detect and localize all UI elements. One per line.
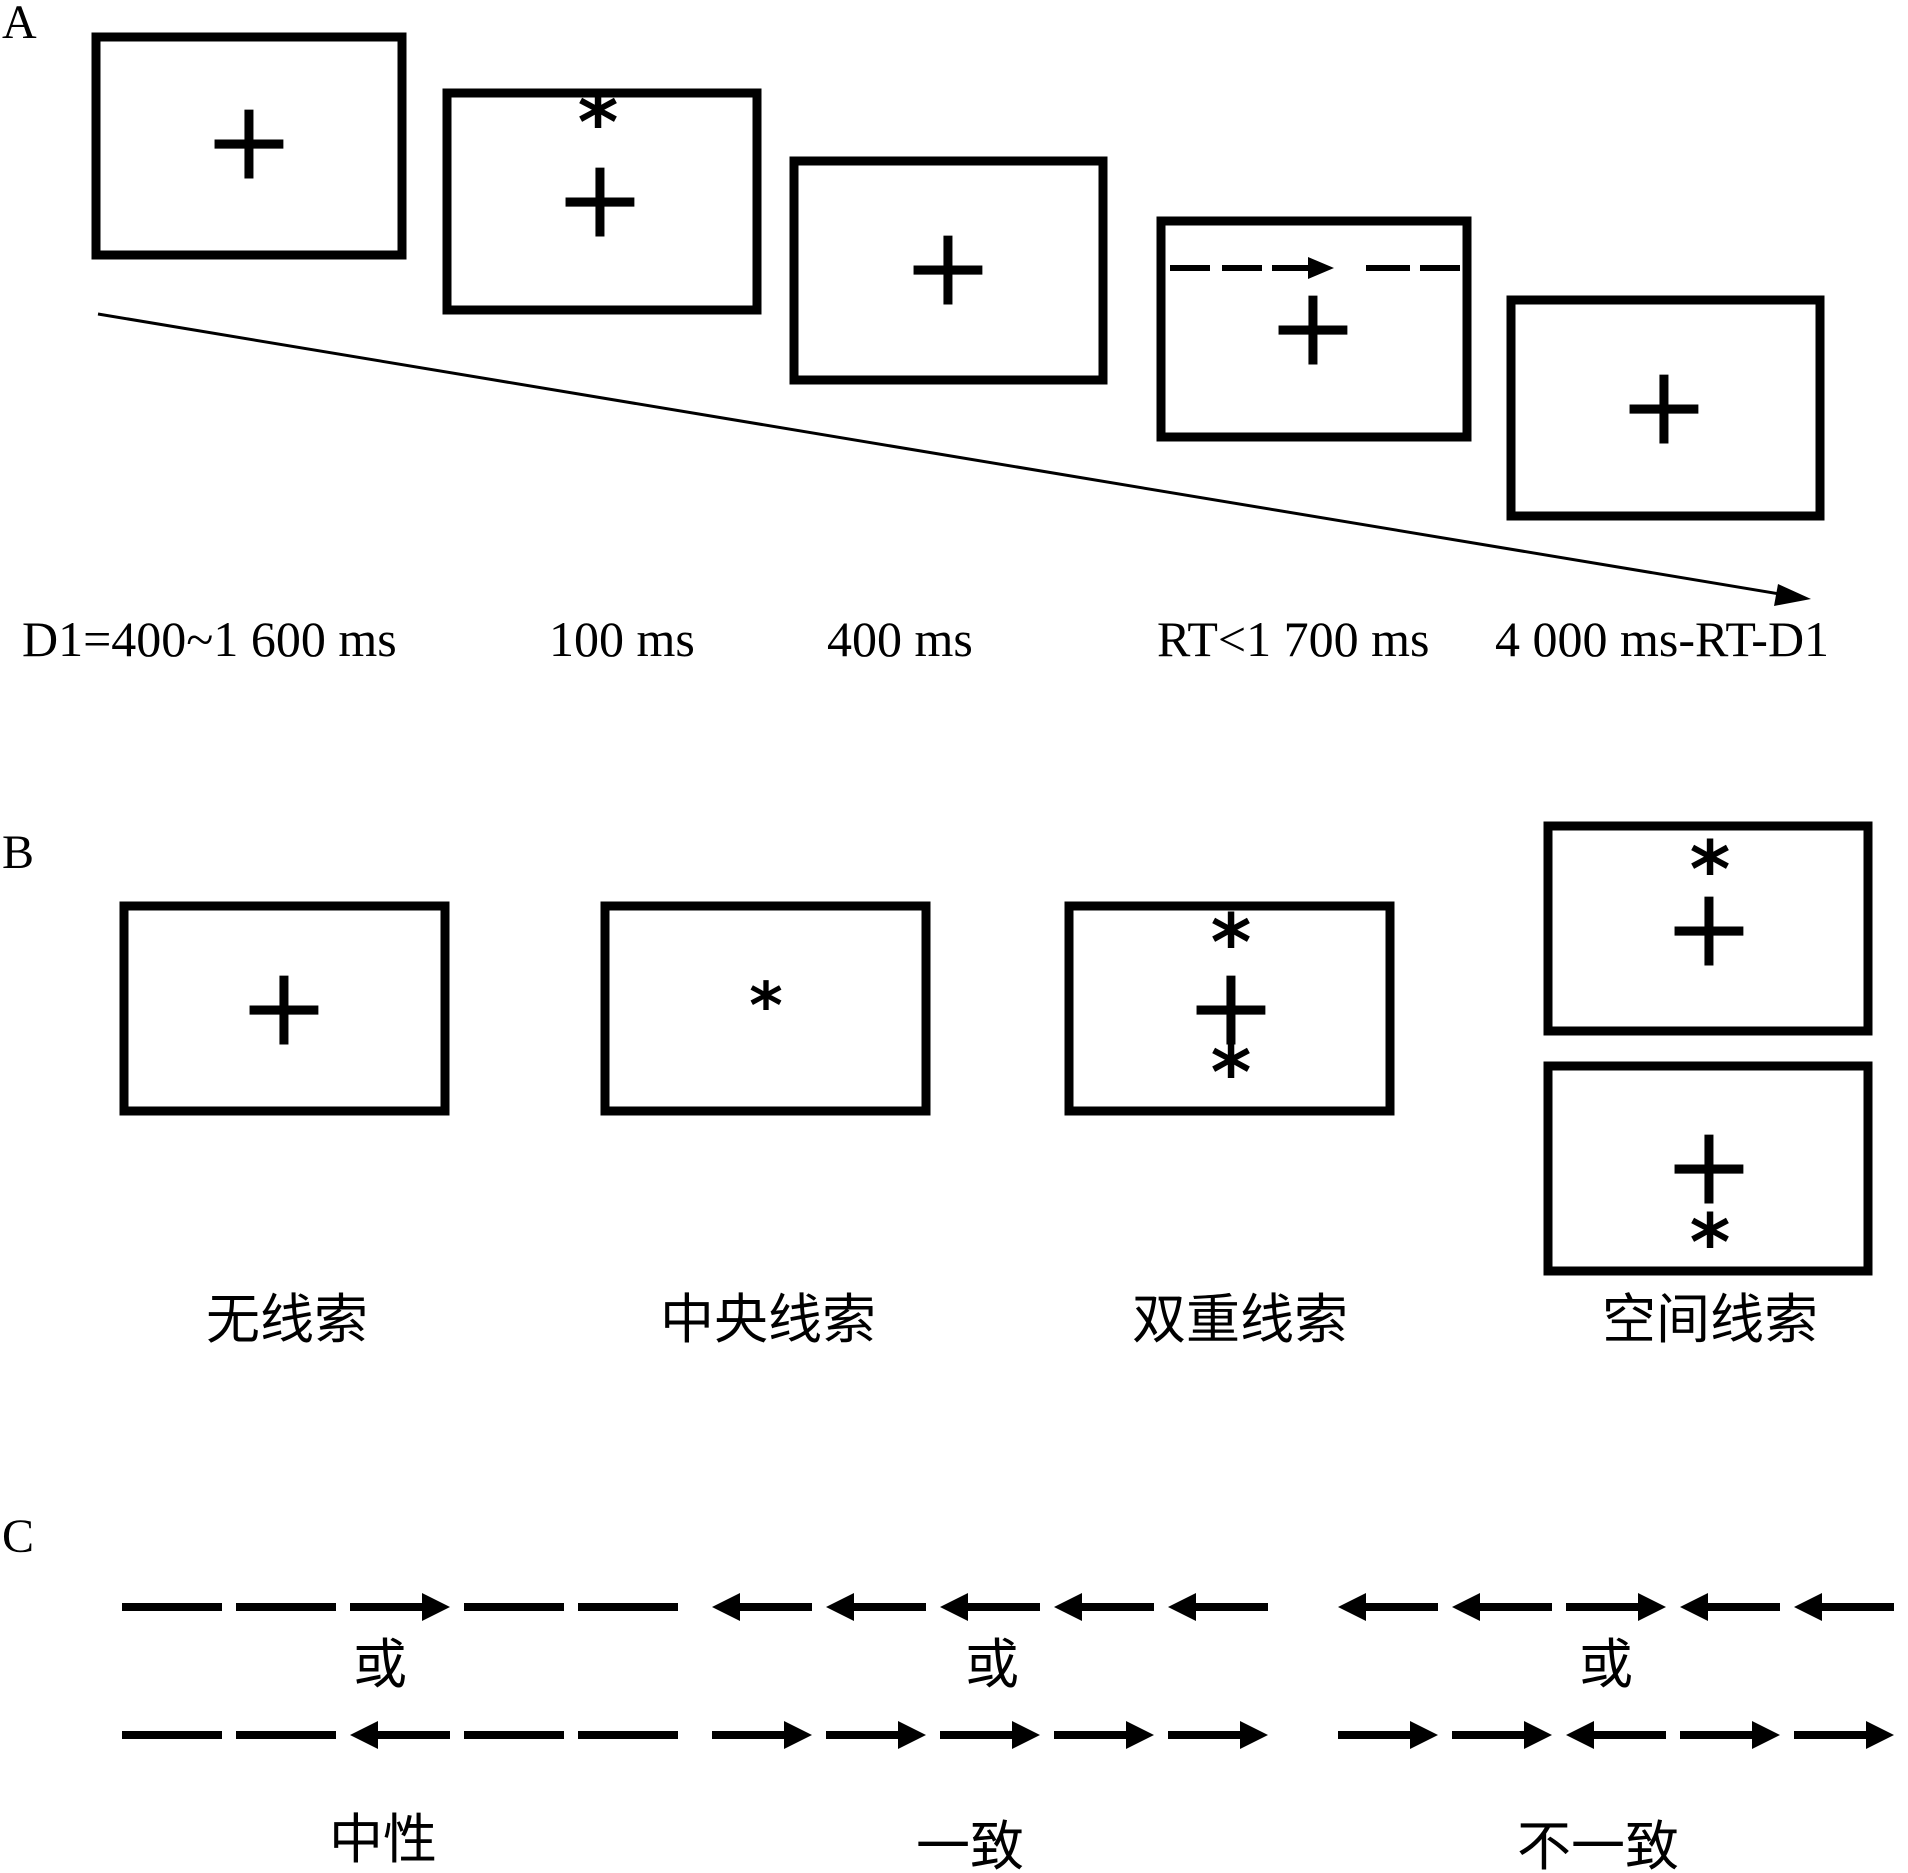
fixation-cross: + xyxy=(1663,863,1755,991)
time-arrow xyxy=(97,312,1811,606)
flanker-label-congruent: 一致 xyxy=(916,1815,1024,1873)
cue-frame-double-cue: * + * xyxy=(1064,899,1395,1119)
flanker-arrow-right xyxy=(1452,1721,1552,1749)
flanker-arrow-right xyxy=(1054,1721,1154,1749)
timing-label-interval: 400 ms xyxy=(827,611,973,667)
timing-label-cue: 100 ms xyxy=(549,611,695,667)
flanker-arrow-left xyxy=(1794,1593,1894,1621)
fixation-cross: + xyxy=(554,134,646,262)
flanker-arrow-right xyxy=(1680,1721,1780,1749)
cue-frame-no-cue: + xyxy=(119,901,450,1116)
flanker-label-incongruent: 不一致 xyxy=(1517,1815,1679,1873)
flanker-arrow-left xyxy=(350,1721,450,1749)
timing-label-fixation: D1=400~1 600 ms xyxy=(22,611,397,667)
flanker-arrow-right xyxy=(1168,1721,1268,1749)
panel-c: 或 或 或 中性 一致 不一致 xyxy=(122,1593,1894,1873)
timing-label-post: 4 000 ms-RT-D1 xyxy=(1495,611,1829,667)
flanker-arrow-left xyxy=(1680,1593,1780,1621)
flanker-arrow-right xyxy=(940,1721,1040,1749)
cue-asterisk: * xyxy=(1690,826,1731,916)
panel-b: + * * + * * + + * 无线索 中央线索 双重线索 空间线索 xyxy=(119,821,1873,1351)
cue-asterisk-bottom: * xyxy=(1211,1029,1252,1119)
flanker-arrow-right xyxy=(712,1721,812,1749)
flanker-arrow-left xyxy=(1338,1593,1438,1621)
target-flanker-row xyxy=(1170,257,1460,279)
trial-frame-cue: * + xyxy=(442,79,762,315)
trial-frame-fixation: + xyxy=(91,32,407,260)
panel-label-b: B xyxy=(2,826,34,879)
cue-frame-center-cue: * xyxy=(600,901,931,1116)
trial-frame-interval: + xyxy=(789,156,1108,385)
fixation-cross: + xyxy=(203,76,295,204)
flanker-arrow-right xyxy=(1566,1593,1666,1621)
or-text-congruent: 或 xyxy=(965,1633,1019,1696)
panel-label-a: A xyxy=(2,0,37,49)
target-arrow-right xyxy=(1308,257,1334,279)
or-text-neutral: 或 xyxy=(353,1633,407,1696)
flanker-arrow-left xyxy=(826,1593,926,1621)
panel-label-c: C xyxy=(2,1510,34,1563)
cue-asterisk: * xyxy=(578,79,619,169)
cue-frame-spatial-cue-bottom: + * xyxy=(1543,1061,1873,1289)
fixation-cross: + xyxy=(1185,942,1277,1070)
flanker-arrow-left xyxy=(1452,1593,1552,1621)
flanker-arrow-left xyxy=(712,1593,812,1621)
flanker-label-neutral: 中性 xyxy=(329,1808,437,1871)
cue-label-no-cue: 无线索 xyxy=(206,1288,368,1351)
flanker-arrow-left xyxy=(1168,1593,1268,1621)
cue-label-double-cue: 双重线索 xyxy=(1132,1288,1348,1351)
trial-frame-post: + xyxy=(1506,295,1825,521)
cue-label-spatial-cue: 空间线索 xyxy=(1602,1288,1818,1351)
timing-label-rt: RT<1 700 ms xyxy=(1157,611,1429,667)
flanker-arrow-left xyxy=(940,1593,1040,1621)
cue-frame-spatial-cue-top: * + xyxy=(1543,821,1873,1036)
panel-a: + * + + + + xyxy=(22,32,1829,667)
fixation-cross: + xyxy=(1267,262,1359,390)
flanker-arrow-left xyxy=(1566,1721,1666,1749)
fixation-cross: + xyxy=(238,942,330,1070)
flanker-arrow-right xyxy=(826,1721,926,1749)
cue-asterisk: * xyxy=(749,970,782,1044)
or-text-incongruent: 或 xyxy=(1579,1633,1633,1696)
cue-asterisk-top: * xyxy=(1211,899,1252,989)
flanker-arrow-right xyxy=(1338,1721,1438,1749)
fixation-cross: + xyxy=(1618,341,1710,469)
flanker-arrow-right xyxy=(1794,1721,1894,1749)
fixation-cross: + xyxy=(1663,1101,1755,1229)
fixation-cross: + xyxy=(902,202,994,330)
flanker-arrow-right xyxy=(350,1593,450,1621)
cue-label-center-cue: 中央线索 xyxy=(660,1288,876,1351)
flanker-arrow-left xyxy=(1054,1593,1154,1621)
trial-frame-target: + xyxy=(1156,216,1472,442)
cue-asterisk: * xyxy=(1690,1199,1731,1289)
